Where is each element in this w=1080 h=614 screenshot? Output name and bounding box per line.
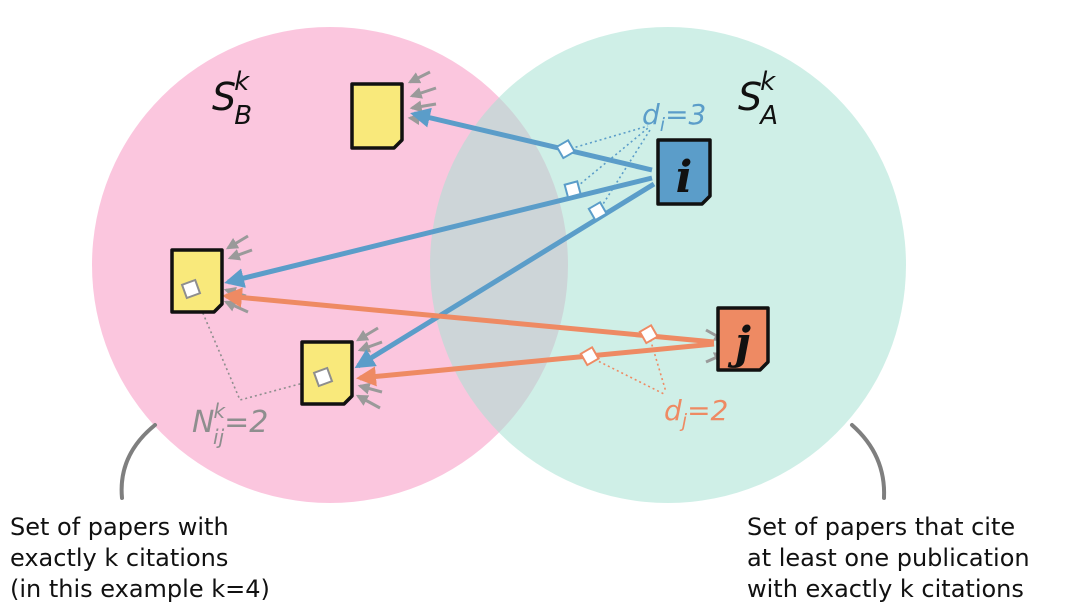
- paper-1: [350, 82, 404, 150]
- citations-from-j: [222, 287, 715, 387]
- paper-3: [300, 340, 354, 406]
- left-bracket: [119, 423, 157, 500]
- right-bracket: [850, 423, 887, 500]
- link-marker: [563, 180, 582, 199]
- set-b-circle: [92, 27, 568, 503]
- paper-i: i: [656, 138, 712, 206]
- dj-leaders: [589, 334, 667, 395]
- link-marker: [638, 323, 659, 345]
- shared-marker: [312, 366, 334, 388]
- nij-leaders: [192, 289, 323, 401]
- dj-label: dj=2: [664, 394, 728, 432]
- paper-2: [170, 248, 224, 314]
- paper-j: j: [716, 306, 770, 372]
- link-marker: [555, 138, 576, 160]
- shared-marker: [180, 278, 202, 300]
- link-marker: [579, 345, 600, 367]
- caption-right: Set of papers that cite at least one pub…: [747, 513, 1030, 603]
- paper-i-label: i: [676, 152, 693, 203]
- caption-left: Set of papers with exactly k citations (…: [10, 513, 270, 603]
- link-marker: [587, 200, 608, 222]
- di-leaders: [565, 125, 651, 213]
- link-markers: [555, 138, 659, 367]
- di-label: di=3: [642, 98, 706, 136]
